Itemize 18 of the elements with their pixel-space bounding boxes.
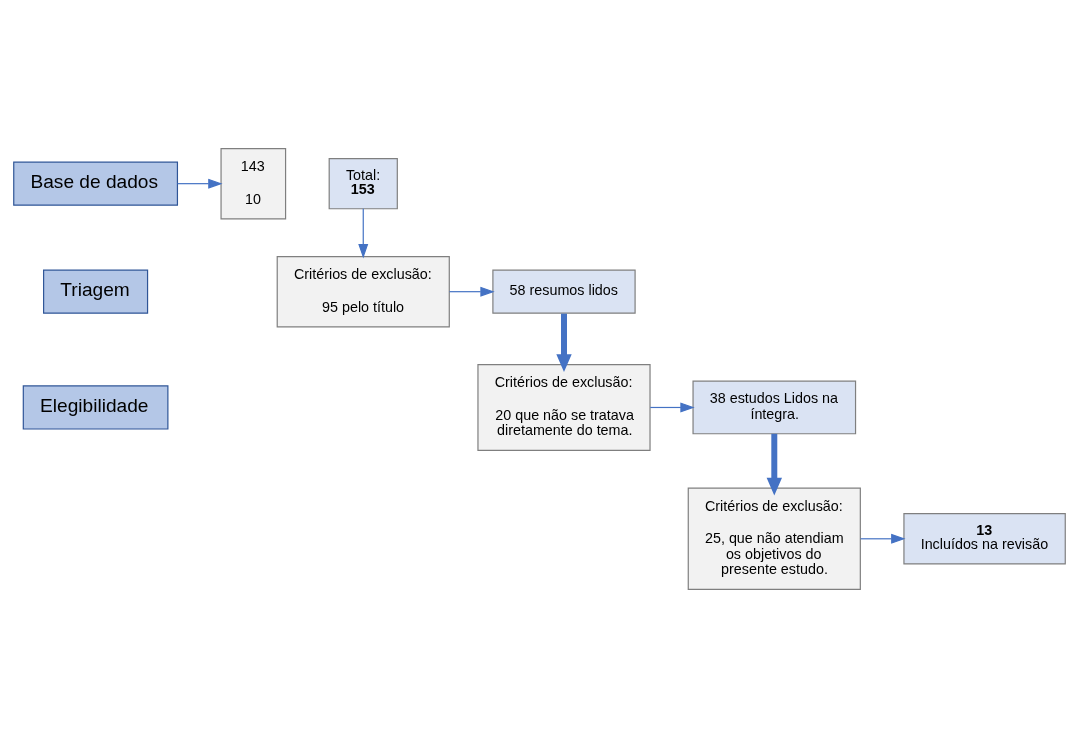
arrow [766, 433, 782, 496]
arrow [859, 533, 906, 544]
arrow [556, 313, 572, 372]
node-box: 38 estudos Lidos na íntegra. [692, 380, 857, 435]
arrow [176, 178, 223, 189]
node-box: Critérios de exclusão: 20 que não se tratava diretamente do tema. [477, 364, 651, 451]
node-box: Critérios de exclusão: 25, que não atendiam os objetivos do presente estudo. [687, 487, 861, 591]
node-box: Elegibilidade [22, 385, 169, 430]
node-box: Critérios de exclusão: 95 pelo título [276, 255, 450, 328]
arrow [649, 402, 695, 413]
node-box: Total: 153 [328, 158, 398, 210]
node-box: 13 Incluídos na revisão [903, 513, 1066, 565]
node-box: 58 resumos lidos [492, 269, 636, 314]
arrow [358, 208, 369, 259]
node-box: Base de dados [13, 161, 179, 206]
node-box: 143 10 [220, 147, 287, 220]
arrow [448, 286, 495, 297]
node-box: Triagem [43, 269, 149, 314]
